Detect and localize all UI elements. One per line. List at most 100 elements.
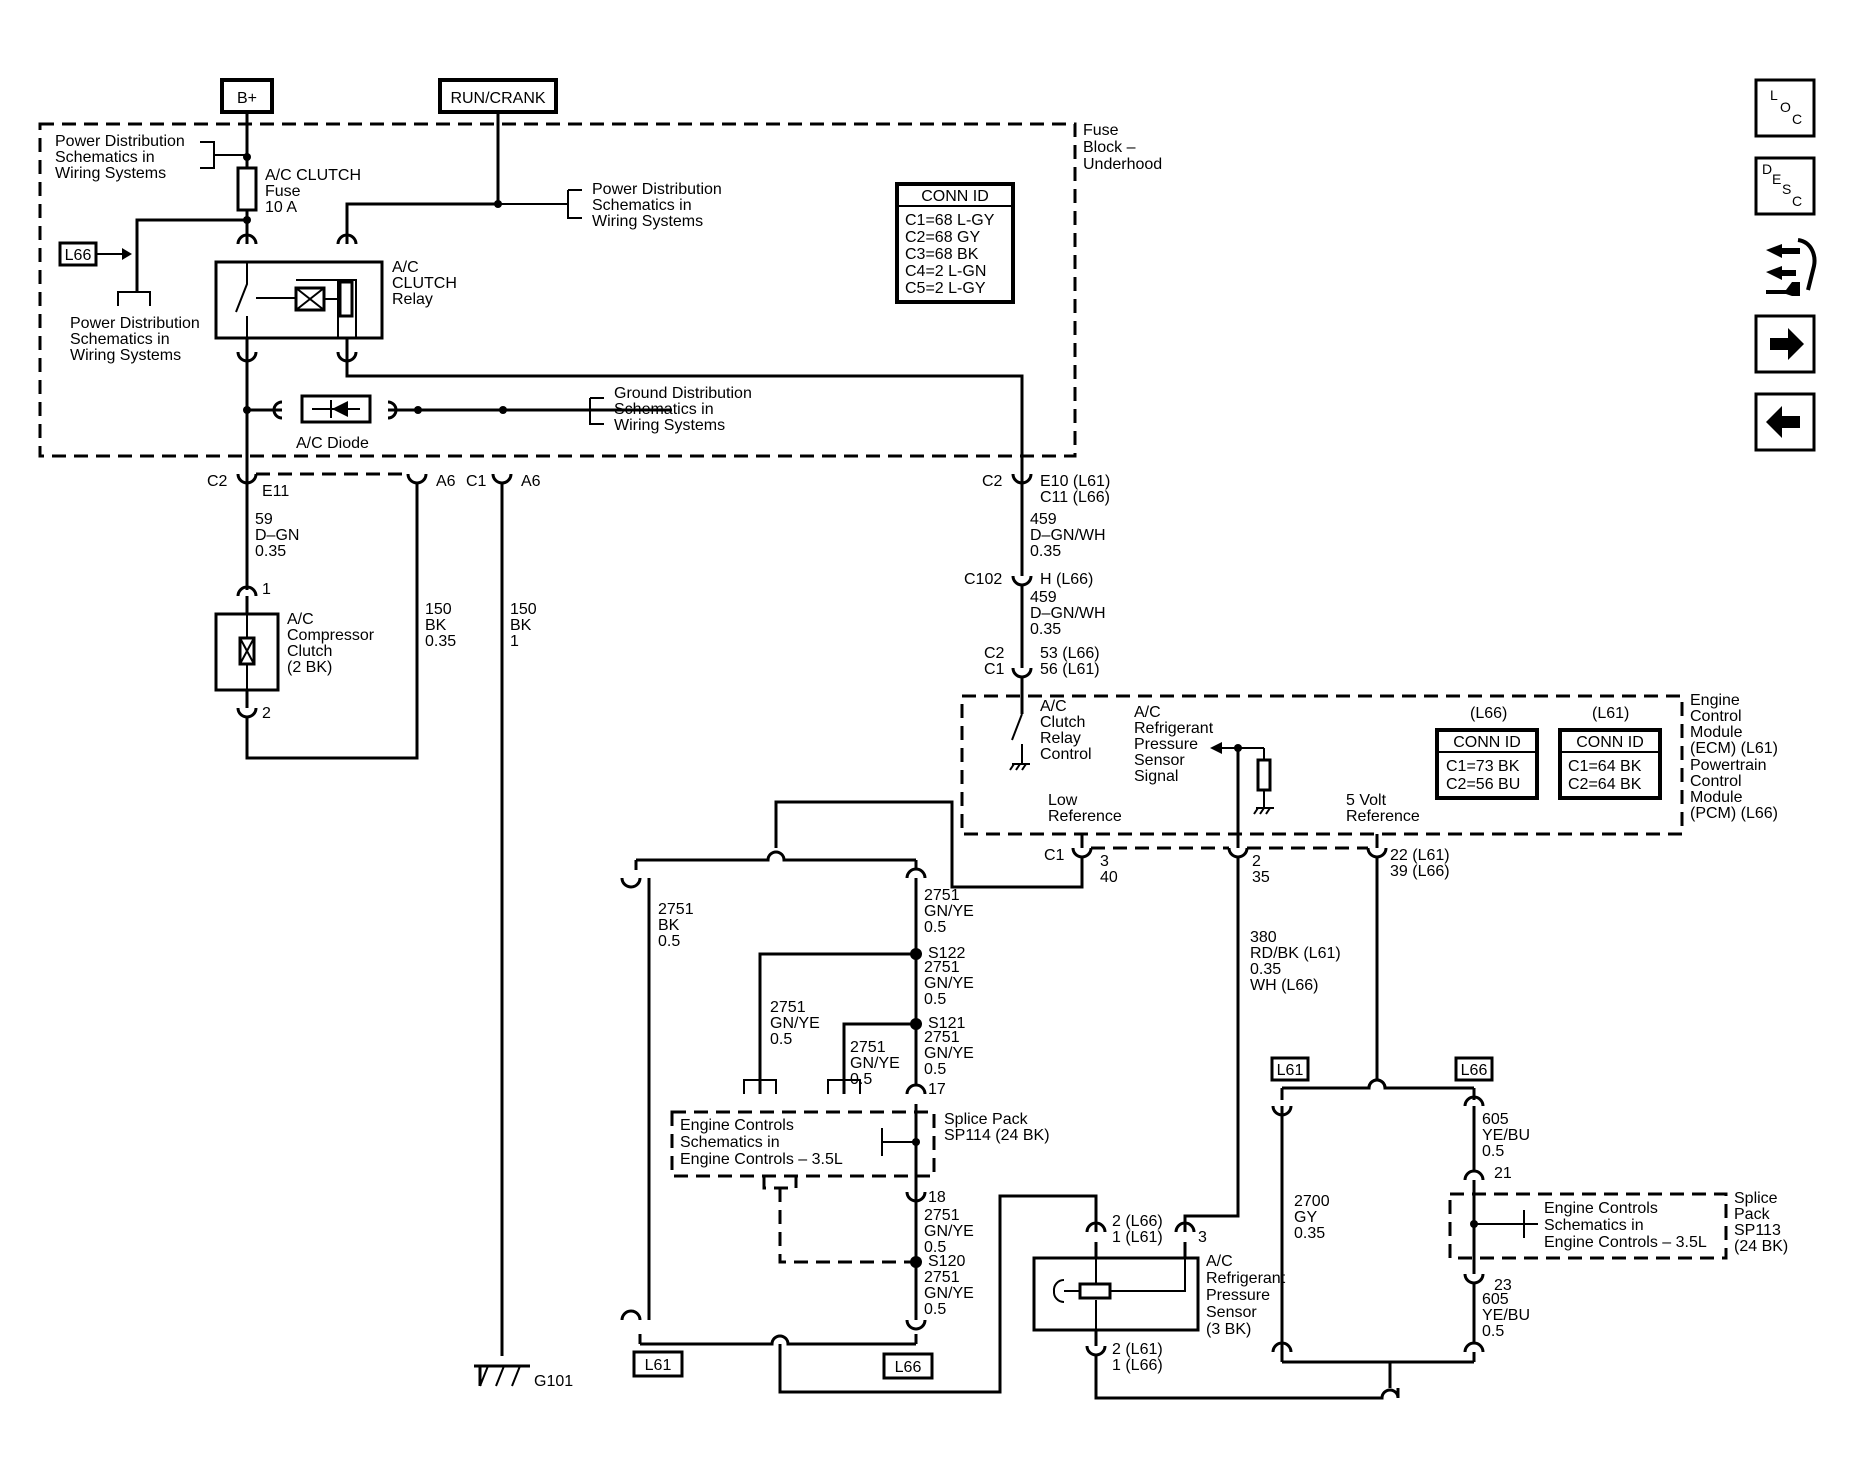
svg-text:C1=64 BK: C1=64 BK [1568,758,1642,775]
wire-150-a: 150 BK 0.35 [425,601,456,650]
sp114-label: Splice Pack SP114 (24 BK) [944,1111,1050,1144]
relay-label: A/C CLUTCH Relay [392,259,461,308]
wire-150-b: 150 BK 1 [510,601,541,650]
svg-text:L: L [1770,87,1778,103]
run-crank-label: RUN/CRANK [450,90,545,107]
previous-button[interactable] [1754,392,1816,452]
splice-s122-label: S122 [928,945,965,962]
ground-g101-icon [474,1364,530,1387]
ecm-conn-id-l66: CONN ID C1=73 BK C2=56 BU [1435,728,1539,800]
svg-text:C: C [1792,193,1802,209]
svg-text:L61: L61 [1277,1062,1304,1079]
svg-text:CONN ID: CONN ID [1576,734,1644,751]
wire-59: 59 D–GN 0.35 [255,511,304,560]
compressor-pin-2: 2 [262,705,271,722]
wire-2751-3: 2751 GN/YE 0.5 [924,1029,978,1078]
svg-text:E: E [1772,171,1781,187]
compressor-label: A/C Compressor Clutch (2 BK) [287,611,379,676]
sensor-signal-label: A/C Refrigerant Pressure Sensor Signal [1134,704,1218,785]
svg-text:C2=68 GY: C2=68 GY [905,229,980,246]
svg-text:CONN ID: CONN ID [921,188,989,205]
svg-text:L66: L66 [65,247,92,264]
sp114-pin-17: 17 [928,1081,946,1098]
c102-conn: C102 [964,571,1002,588]
arrow-left-icon [1766,406,1800,438]
l66-tag-fuse: L66 [58,241,98,267]
option-l66-left[interactable]: L66 [882,1352,934,1380]
svg-text:C1=68 L-GY: C1=68 L-GY [905,212,995,229]
ecm-c1-conn: C1 [1044,847,1065,864]
sp113-label: Splice Pack SP113 (24 BK) [1734,1190,1788,1255]
sp114-ref: Engine Controls Schematics in Engine Con… [680,1117,843,1168]
next-button[interactable] [1754,314,1816,374]
svg-text:S: S [1782,181,1791,197]
conn-id-l61-tag: (L61) [1592,705,1629,722]
option-l61-right[interactable]: L61 [1270,1056,1310,1082]
svg-text:C2=64 BK: C2=64 BK [1568,776,1642,793]
five-volt-ref-label: 5 Volt Reference [1346,792,1420,825]
sp113-ref: Engine Controls Schematics in Engine Con… [1544,1200,1707,1251]
connector-tool-icon[interactable] [1766,238,1817,296]
svg-text:L66: L66 [895,1359,922,1376]
ac-refrigerant-pressure-sensor [1032,1256,1200,1332]
location-button[interactable]: L O C [1754,78,1816,138]
svg-text:C2=56 BU: C2=56 BU [1446,776,1520,793]
wire-2751-4: 2751 GN/YE 0.5 [770,999,824,1048]
svg-text:O: O [1780,99,1791,115]
svg-text:D: D [1762,161,1772,177]
arrow-right-icon [122,248,132,260]
c102-pin: H (L66) [1040,571,1093,588]
ecm-conn-id-l61: CONN ID C1=64 BK C2=64 BK [1558,728,1662,800]
run-crank-source: RUN/CRANK [438,78,558,114]
arrow-left-icon [1210,742,1222,754]
option-l61-left[interactable]: L61 [632,1350,684,1378]
svg-text:C3=68 BK: C3=68 BK [905,246,979,263]
c2-e10-conn: C2 [982,473,1003,490]
splice-s121-label: S121 [928,1015,965,1032]
low-ref-label: Low Reference [1048,792,1122,825]
pdist-left-ref: Power Distribution Schematics in Wiring … [55,133,189,182]
option-l66-right[interactable]: L66 [1454,1056,1494,1082]
compressor-pin-1: 1 [262,581,271,598]
sensor-pin-top: 2 (L66) 1 (L61) [1112,1213,1167,1246]
ecm-pin-5v: 22 (L61) 39 (L66) [1390,847,1454,880]
wire-2751-1: 2751 GN/YE 0.5 [924,887,978,936]
description-button[interactable]: D E S C [1754,156,1816,216]
sensor-pin-3: 3 [1198,1229,1207,1246]
sp114-pin-18: 18 [928,1189,946,1206]
sp114-outline [670,1110,936,1178]
wire-2751-bk: 2751 BK 0.5 [658,901,698,950]
pdist-lower-ref: Power Distribution Schematics in Wiring … [70,315,204,364]
c2c1-conn: C2 C1 [984,645,1009,678]
splice-s120-label: S120 [928,1253,965,1270]
svg-text:L61: L61 [645,1357,672,1374]
wire-2700: 2700 GY 0.35 [1294,1193,1334,1242]
fuse-block-outline [38,122,1077,458]
wire-2751-6: 2751 GN/YE 0.5 [924,1207,978,1256]
diode-label: A/C Diode [296,435,369,452]
svg-text:C1=73 BK: C1=73 BK [1446,758,1520,775]
wire-459-b: 459 D–GN/WH 0.35 [1030,589,1110,638]
svg-text:L66: L66 [1461,1062,1488,1079]
c1-conn: C1 [466,473,487,490]
svg-text:CONN ID: CONN ID [1453,734,1521,751]
arrow-right-icon [1770,328,1804,360]
wire-605-b: 605 YE/BU 0.5 [1482,1291,1534,1340]
ground-dist-ref: Ground Distribution Schematics in Wiring… [614,385,756,434]
ecm-pin-low-ref: 3 40 [1100,853,1118,886]
fuse-label: A/C CLUTCH Fuse 10 A [265,167,365,216]
wire-2751-2: 2751 GN/YE 0.5 [924,959,978,1008]
svg-text:C4=2 L-GN: C4=2 L-GN [905,263,986,280]
a6-pin-1: A6 [436,473,456,490]
pdist-right-ref: Power Distribution Schematics in Wiring … [592,181,726,230]
relay-control-label: A/C Clutch Relay Control [1040,698,1092,763]
ground-g101-label: G101 [534,1373,573,1390]
sensor-label: A/C Refrigerant Pressure Sensor (3 BK) [1206,1253,1290,1338]
svg-text:C5=2 L-GY: C5=2 L-GY [905,280,986,297]
conn-id-l66-tag: (L66) [1470,705,1507,722]
wire-459-a: 459 D–GN/WH 0.35 [1030,511,1110,560]
ecm-pin-signal: 2 35 [1252,853,1270,886]
fuse-block-conn-id: CONN ID C1=68 L-GY C2=68 GY C3=68 BK C4=… [895,182,1015,304]
c2-e11-pin: E11 [262,483,289,500]
